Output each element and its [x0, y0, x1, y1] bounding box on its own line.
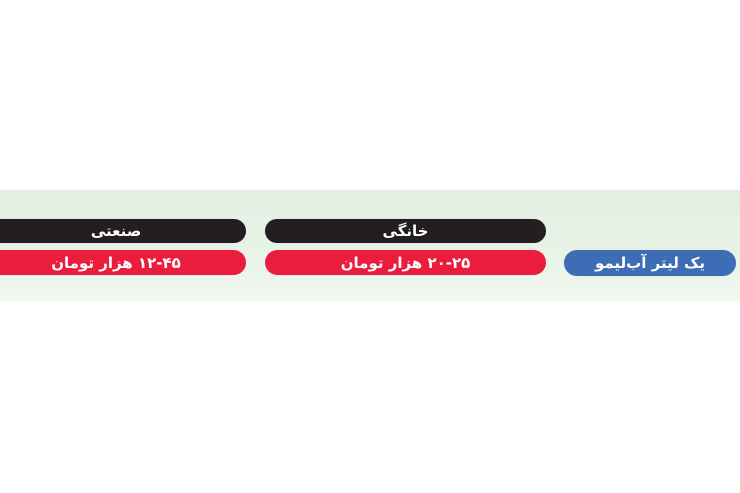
category-text-industrial: صنعتی [90, 222, 142, 240]
item-label: یک لیتر آب‌لیمو [564, 250, 736, 276]
item-label-text: یک لیتر آب‌لیمو [594, 254, 706, 272]
price-comparison-band [0, 190, 740, 302]
category-text-homemade: خانگی [382, 222, 429, 240]
price-text-industrial: ۱۲-۴۵ هزار تومان [51, 253, 181, 272]
price-label-homemade: ۲۰-۲۵ هزار تومان [265, 250, 546, 275]
category-label-homemade: خانگی [265, 219, 546, 243]
price-label-industrial: ۱۲-۴۵ هزار تومان [0, 250, 246, 275]
price-text-homemade: ۲۰-۲۵ هزار تومان [340, 253, 471, 272]
category-label-industrial: صنعتی [0, 219, 246, 243]
